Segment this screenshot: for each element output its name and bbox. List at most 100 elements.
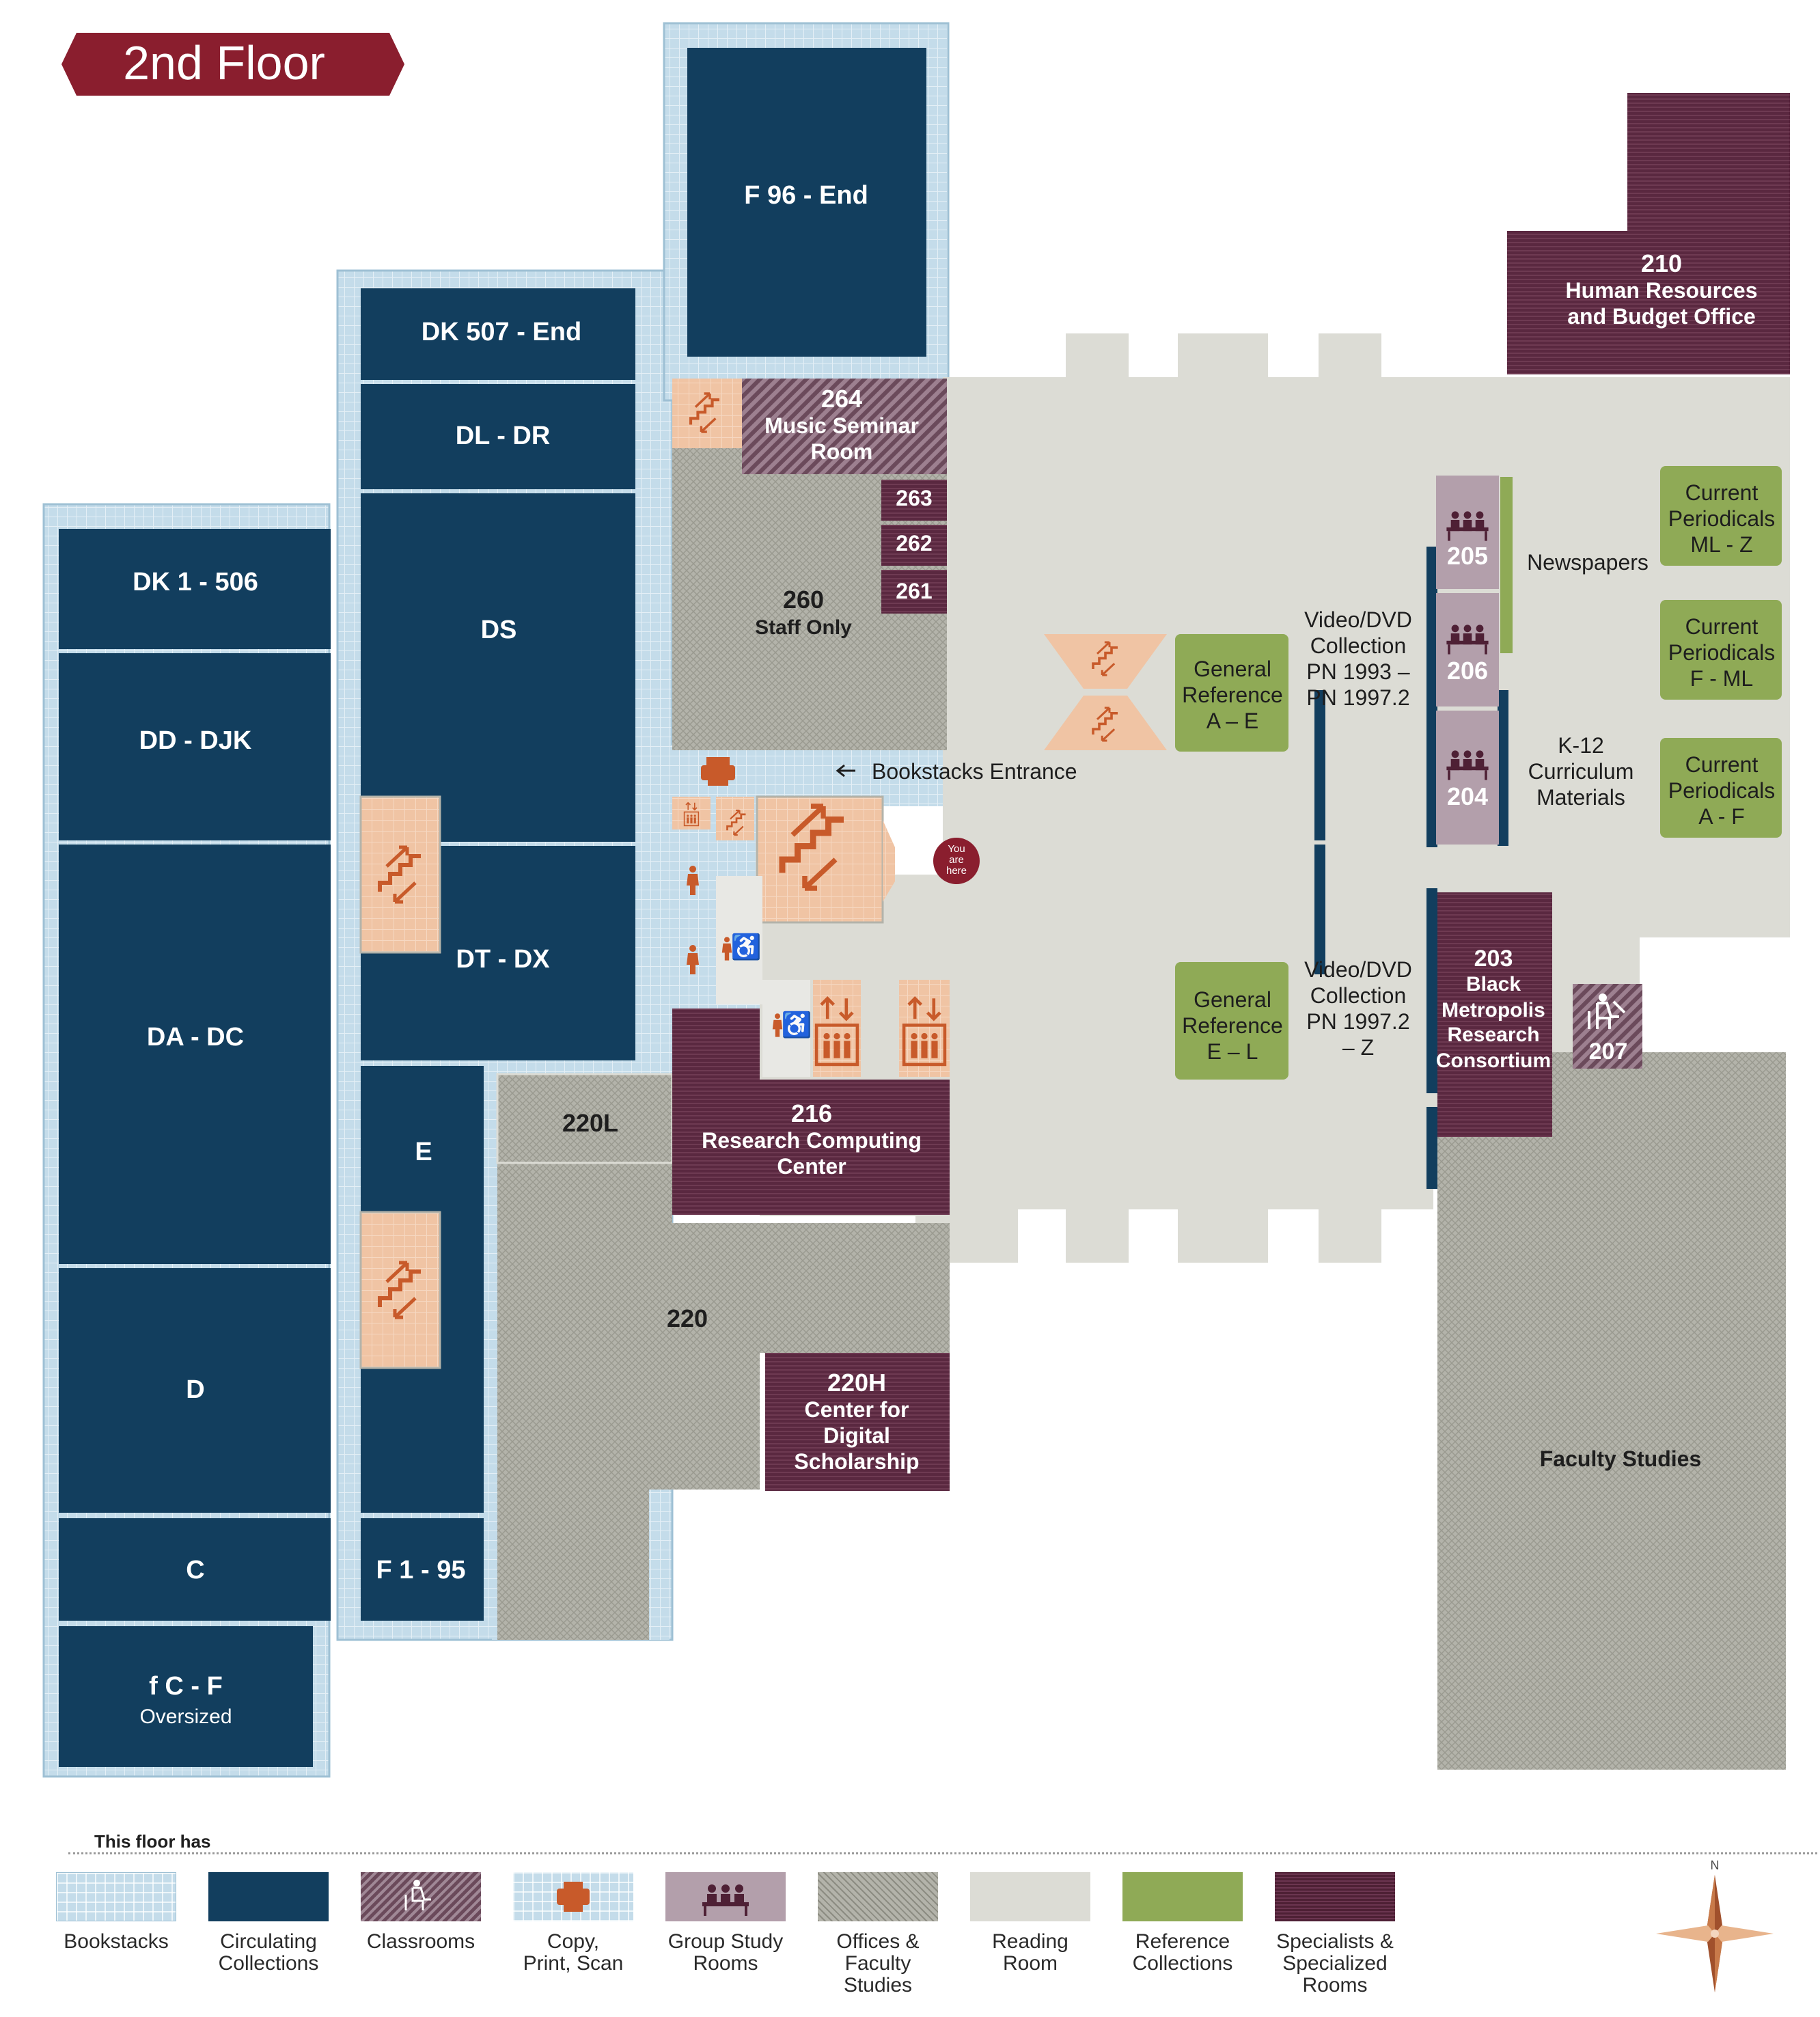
legend-swatch-reference [1122,1872,1243,1921]
newspapers-label: Newspapers [1527,550,1649,575]
classroom-icon [404,1880,431,1910]
range-dl-dr: DL - DR [456,422,551,450]
range-c: C [186,1556,204,1584]
range-dt-dx: DT - DX [456,945,550,974]
legend-swatch-group-study [665,1872,786,1921]
legend-swatch-reading [970,1872,1090,1921]
circulating-collections [59,48,1508,1767]
legend-item-specialists: Specialists & Specialized Rooms [1253,1872,1417,1997]
legend-swatch-circulating [208,1872,329,1921]
legend-divider [68,1852,1817,1854]
room-203-line3: Research [1447,1024,1539,1046]
legend-swatch-bookstacks [56,1872,176,1921]
room-207: 207 [1589,1039,1628,1065]
room-220: 220 [667,1304,708,1332]
room-labels: 210 Human Resources and Budget Office 26… [562,249,1758,1474]
genref-el-line1: General [1194,987,1271,1012]
video-collection-1-line4: PN 1997.2 [1306,685,1409,710]
range-f96-end: F 96 - End [744,181,868,210]
specialist-rooms [672,93,1790,1491]
room-220L: 220L [562,1109,618,1137]
cp-ml-z-line2: Periodicals [1668,506,1776,531]
room-203-line2: Metropolis [1442,999,1545,1021]
group-study-icon [702,1884,749,1916]
legend-item-offices: Offices & Faculty Studies [796,1872,960,1997]
genref-el-line2: Reference [1182,1013,1283,1038]
printer-icon [557,1882,590,1912]
room-210-number: 210 [1641,249,1682,277]
range-da-dc: DA - DC [147,1023,244,1052]
legend-item-bookstacks: Bookstacks [34,1872,198,1953]
k12-line3: Materials [1536,785,1625,810]
room-216-number: 216 [791,1099,832,1127]
range-fc-f: f C - F [149,1672,223,1701]
room-203-line1: Black [1466,973,1521,996]
cp-a-f-line2: Periodicals [1668,778,1776,803]
room-261: 261 [896,579,932,603]
video-collection-2-line1: Video/DVD [1304,957,1412,982]
range-labels: F 96 - End DK 507 - End DL - DR DK 1 - 5… [133,181,868,1728]
range-f1-95: F 1 - 95 [376,1556,466,1584]
cp-a-f-line3: A - F [1698,804,1745,829]
faculty-studies-label: Faculty Studies [1540,1446,1702,1471]
genref-ae-line3: A – E [1207,709,1259,733]
room-264-line1: Music Seminar [764,413,919,438]
accessible-icon: ♿ [731,933,762,961]
range-ds: DS [481,616,517,644]
legend-item-group-study: Group Study Rooms [644,1872,808,1975]
room-216-line2: Center [777,1154,846,1179]
restrooms: ♿ ♿ [672,849,812,1077]
room-220H-line3: Scholarship [794,1449,919,1474]
group-study-rooms [1436,476,1513,845]
stairs-blocks [359,379,1167,1369]
bookstacks-entrance: Bookstacks Entrance [836,759,1077,784]
range-e: E [415,1138,432,1166]
svg-text:You: You [948,843,965,855]
room-264-line2: Room [811,439,873,464]
video-collection-1-line3: PN 1993 – [1306,659,1409,684]
room-210-line2: and Budget Office [1567,304,1756,329]
room-216-line1: Research Computing [702,1128,922,1153]
cp-f-ml-line1: Current [1685,614,1759,639]
printer-icon[interactable] [701,757,735,786]
genref-el-line3: E – L [1207,1039,1258,1064]
legend-item-classrooms: Classrooms [339,1872,503,1953]
room-206: 206 [1447,657,1488,685]
room-205: 205 [1447,542,1488,570]
reference-collections [1175,466,1782,1080]
bookstacks-entrance-label: Bookstacks Entrance [872,759,1077,784]
legend-title: This floor has [94,1831,211,1852]
range-dk1-506: DK 1 - 506 [133,568,258,596]
room-220H-line2: Digital [823,1423,890,1448]
legend-item-copy: Copy, Print, Scan [491,1872,655,1975]
genref-ae-line1: General [1194,657,1271,681]
legend-swatch-specialists [1275,1872,1395,1921]
legend-swatch-offices [818,1872,938,1921]
classrooms [742,379,1642,1069]
cp-a-f-line1: Current [1685,752,1759,777]
accessible-icon: ♿ [782,1011,812,1039]
room-220H-number: 220H [827,1369,886,1397]
video-collection-2-line3: PN 1997.2 [1306,1009,1409,1034]
k12-line2: Curriculum [1528,759,1634,784]
range-d: D [186,1375,204,1404]
room-204: 204 [1447,782,1488,810]
range-dd-djk: DD - DJK [139,726,252,755]
room-210-line1: Human Resources [1566,278,1758,303]
room-203-line4: Consortium [1436,1049,1551,1072]
room-260-number: 260 [783,586,824,614]
floor-map: 2nd Floor [42,22,1790,1778]
room-220H-line1: Center for [805,1397,909,1422]
genref-ae-line2: Reference [1182,683,1283,707]
compass-icon: N [1656,1858,1774,1992]
cp-f-ml-line2: Periodicals [1668,640,1776,665]
range-fc-f-sub: Oversized [139,1705,232,1728]
room-262: 262 [896,531,932,555]
legend-swatch-classrooms [361,1872,481,1921]
cp-f-ml-line3: F - ML [1690,666,1753,691]
svg-text:here: here [946,865,967,877]
legend-item-reference: Reference Collections [1101,1872,1265,1975]
compass-north-label: N [1711,1858,1720,1872]
room-203-number: 203 [1474,946,1513,972]
legend-swatch-copy [513,1872,633,1921]
